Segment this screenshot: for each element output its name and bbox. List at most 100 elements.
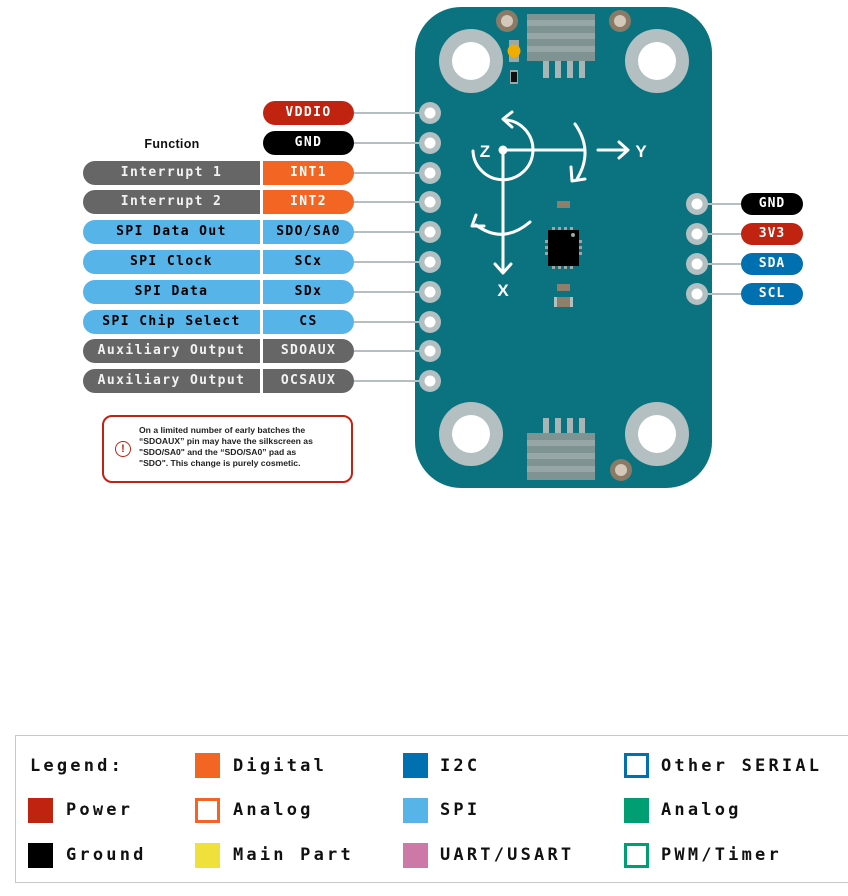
x-rotation-arrowhead bbox=[470, 213, 486, 228]
legend-swatch-power bbox=[28, 798, 53, 823]
pin-row-int1: Interrupt 1 INT1 bbox=[0, 161, 848, 185]
legend-swatch-i2c bbox=[403, 753, 428, 778]
function-label: SPI Chip Select bbox=[83, 310, 260, 334]
function-label: SPI Clock bbox=[83, 250, 260, 274]
z-rotation-arc bbox=[471, 118, 535, 182]
pin-wire bbox=[354, 350, 422, 352]
legend-label-power: Power bbox=[66, 800, 134, 820]
function-label: Interrupt 2 bbox=[83, 190, 260, 214]
pin-label: SDOAUX bbox=[263, 339, 354, 363]
y-axis-label: Y bbox=[635, 142, 647, 161]
sensor-board: Z Y X bbox=[415, 7, 712, 488]
axis-diagram bbox=[470, 110, 630, 275]
connector-bottom bbox=[527, 418, 595, 480]
legend-swatch-uart bbox=[403, 843, 428, 868]
pin-label: VDDIO bbox=[263, 101, 354, 125]
pin-row-gnd: GND bbox=[0, 131, 848, 155]
header-pin bbox=[686, 193, 708, 215]
pin-label: SDO/SA0 bbox=[263, 220, 354, 244]
note-text: On a limited number of early batches the… bbox=[139, 425, 349, 469]
legend-swatch-other-serial bbox=[624, 753, 649, 778]
header-pin bbox=[419, 251, 441, 273]
legend-swatch-analog-outline bbox=[195, 798, 220, 823]
header-pin bbox=[419, 311, 441, 333]
pin-wire bbox=[354, 291, 422, 293]
pin-wire bbox=[354, 201, 422, 203]
header-pin bbox=[419, 191, 441, 213]
smd-resistor-2 bbox=[557, 284, 570, 291]
mounting-hole-top-left bbox=[439, 29, 503, 93]
pin-label: 3V3 bbox=[741, 223, 803, 245]
legend-swatch-spi bbox=[403, 798, 428, 823]
pin-row-right-scl: SCL bbox=[0, 283, 848, 305]
mounting-hole-top-right bbox=[625, 29, 689, 93]
pin-label: OCSAUX bbox=[263, 369, 354, 393]
pin-wire bbox=[354, 112, 422, 114]
legend-label-i2c: I2C bbox=[440, 756, 481, 776]
pin-label: SDA bbox=[741, 253, 803, 275]
z-rotation-arrowhead bbox=[501, 110, 514, 129]
pin-row-right-gnd: GND bbox=[0, 193, 848, 215]
legend bbox=[15, 735, 848, 883]
pin-wire bbox=[354, 231, 422, 233]
header-pin bbox=[419, 162, 441, 184]
pin-row-sdo: SPI Data Out SDO/SA0 bbox=[0, 220, 848, 244]
function-label: Auxiliary Output bbox=[83, 339, 260, 363]
pin-wire bbox=[354, 321, 422, 323]
function-label: SPI Data Out bbox=[83, 220, 260, 244]
header-pin bbox=[419, 340, 441, 362]
legend-swatch-analog bbox=[624, 798, 649, 823]
pin-wire bbox=[354, 380, 422, 382]
pin-row-scx: SPI Clock SCx bbox=[0, 250, 848, 274]
via-top-right bbox=[609, 10, 631, 32]
function-column-heading: Function bbox=[144, 137, 200, 151]
legend-swatch-ground bbox=[28, 843, 53, 868]
x-axis-arrowhead bbox=[493, 262, 513, 275]
pin-row-cs: SPI Chip Select CS bbox=[0, 310, 848, 334]
left-header-pins bbox=[419, 102, 441, 392]
function-label: SPI Data bbox=[83, 280, 260, 304]
pin-label: GND bbox=[741, 193, 803, 215]
axis-origin-dot bbox=[498, 145, 508, 155]
header-pin bbox=[419, 221, 441, 243]
y-rotation-arrowhead bbox=[569, 165, 587, 183]
via-top-left bbox=[496, 10, 518, 32]
pin-wire bbox=[706, 263, 742, 265]
legend-label-spi: SPI bbox=[440, 800, 481, 820]
right-header-pins bbox=[686, 193, 708, 305]
pin-row-int2: Interrupt 2 INT2 bbox=[0, 190, 848, 214]
accelerometer-chip bbox=[545, 227, 582, 269]
header-pin bbox=[686, 283, 708, 305]
header-pin bbox=[419, 102, 441, 124]
y-axis-arrowhead bbox=[617, 140, 630, 160]
pin-row-right-sda: SDA bbox=[0, 253, 848, 275]
x-axis-label: X bbox=[497, 281, 509, 300]
legend-label-uart: UART/USART bbox=[440, 845, 575, 865]
pin-label: SCL bbox=[741, 283, 803, 305]
header-pin bbox=[419, 132, 441, 154]
legend-swatch-pwm-timer bbox=[624, 843, 649, 868]
smd-capacitor bbox=[554, 297, 573, 307]
pin-label: INT1 bbox=[263, 161, 354, 185]
mounting-hole-bottom-left bbox=[439, 402, 503, 466]
pin-row-sdoaux: Auxiliary Output SDOAUX bbox=[0, 339, 848, 363]
pin-row-ocsaux: Auxiliary Output OCSAUX bbox=[0, 369, 848, 393]
status-led bbox=[507, 40, 521, 62]
mounting-hole-bottom-right bbox=[625, 402, 689, 466]
x-rotation-arc bbox=[474, 220, 532, 236]
pin-wire bbox=[706, 233, 742, 235]
legend-swatch-digital bbox=[195, 753, 220, 778]
note-line: On a limited number of early batches the bbox=[139, 425, 306, 435]
legend-label-other-serial: Other SERIAL bbox=[661, 756, 823, 776]
legend-label-analog-outline: Analog bbox=[233, 800, 314, 820]
pin-row-sdx: SPI Data SDx bbox=[0, 280, 848, 304]
y-rotation-arc bbox=[573, 122, 587, 181]
legend-label-ground: Ground bbox=[66, 845, 147, 865]
note-line: "SDO". This change is purely cosmetic. bbox=[139, 458, 301, 468]
cosmetic-note-box: ! On a limited number of early batches t… bbox=[102, 415, 353, 483]
legend-swatch-main-part bbox=[195, 843, 220, 868]
pin-label: GND bbox=[263, 131, 354, 155]
header-pin bbox=[419, 370, 441, 392]
smd-resistor-1 bbox=[557, 201, 570, 208]
pin-row-vddio: VDDIO bbox=[0, 101, 848, 125]
